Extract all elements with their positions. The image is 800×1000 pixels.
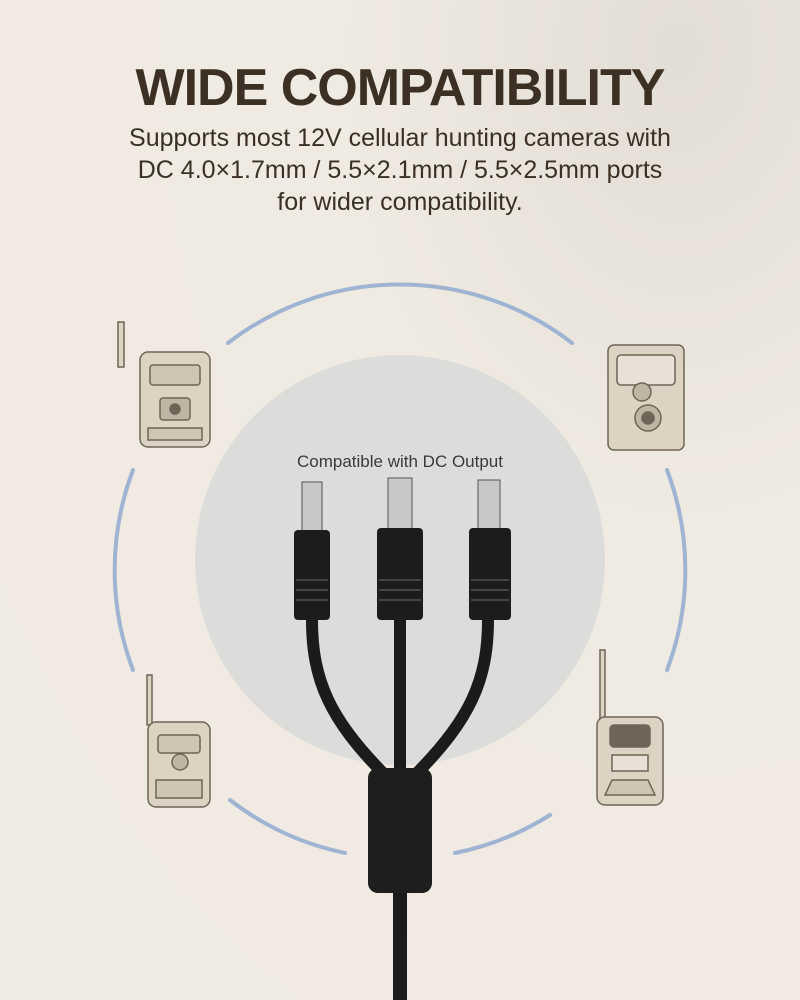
camera-icon-bottom-right [596,649,664,806]
description-line-1: Supports most 12V cellular hunting camer… [129,124,671,152]
y-splitter-cable [294,477,511,1000]
compatibility-ring [112,282,688,855]
description-line-2: DC 4.0×1.7mm / 5.5×2.1mm / 5.5×2.5mm por… [137,156,663,184]
camera-icon-top-left [117,321,211,448]
description: Supports most 12V cellular hunting camer… [0,122,800,218]
dc-plug-right [469,479,511,620]
description-line-3: for wider compatibility. [277,188,523,216]
dc-plug-center [377,477,423,620]
page-title: WIDE COMPATIBILITY [135,59,666,117]
splitter-body [368,768,432,893]
dc-plug-left [294,481,330,620]
camera-icon-bottom-left [146,674,211,808]
compatible-dc-label: Compatible with DC Output [297,452,503,471]
camera-icon-top-right [607,344,685,451]
